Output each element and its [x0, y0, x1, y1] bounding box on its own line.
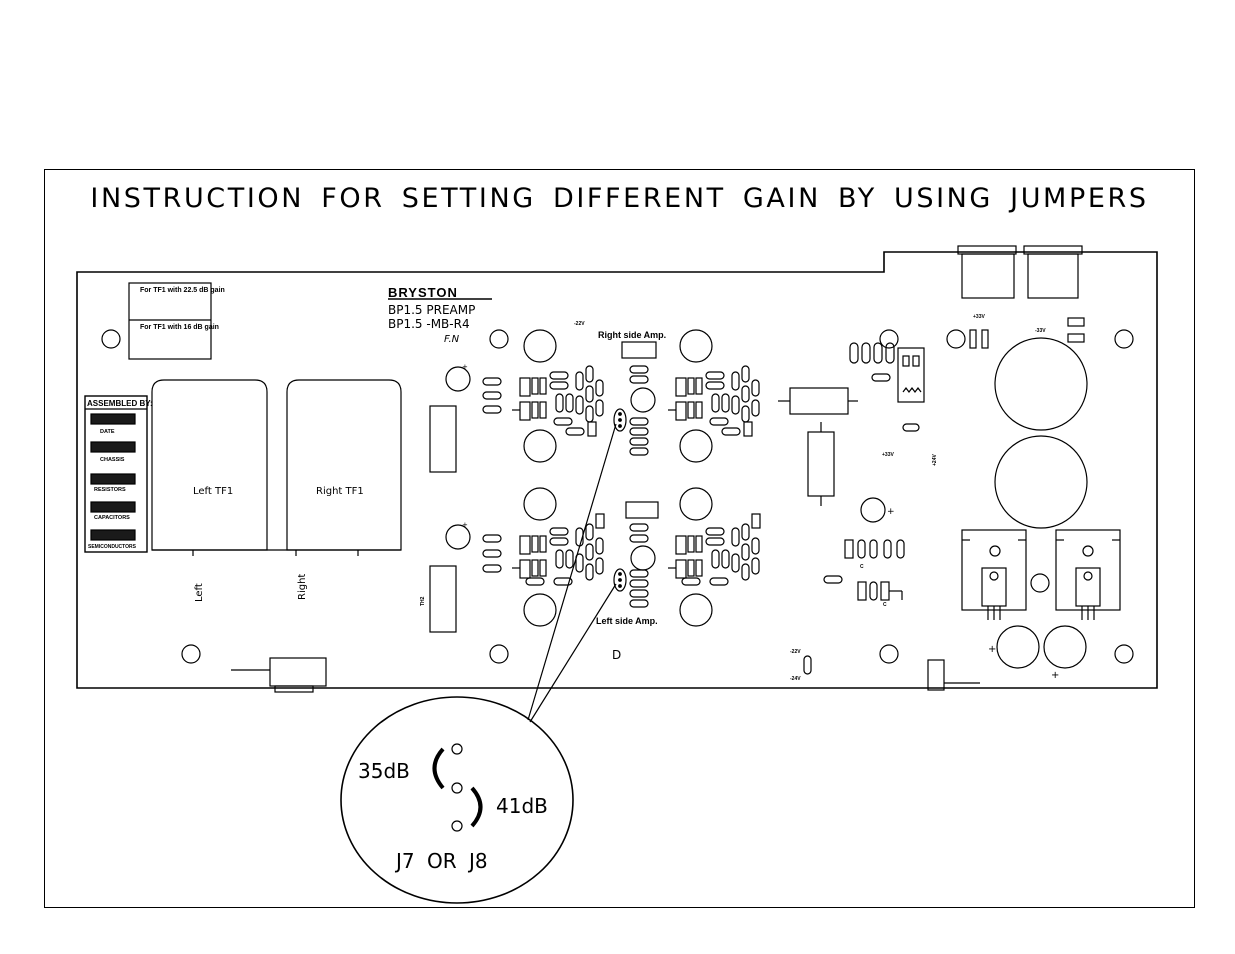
board-outline — [76, 251, 1158, 689]
svg-text:-24V: -24V — [790, 676, 801, 682]
svg-text:C: C — [860, 564, 864, 570]
svg-text:+24V: +24V — [932, 454, 938, 466]
amp-block-right-2 — [668, 329, 760, 463]
callout-lines — [527, 423, 617, 723]
svg-text:+33V: +33V — [882, 452, 894, 458]
svg-text:-22V: -22V — [574, 321, 585, 327]
note-16db: For TF1 with 16 dB gain — [140, 324, 219, 331]
right-side-amp-label: Right side Amp. — [598, 330, 666, 340]
svg-text:-33V: -33V — [1035, 328, 1046, 334]
svg-text:+: + — [887, 507, 895, 517]
assembled-by-panel: ASSEMBLED BY: DATE CHASSIS RESISTORS CAP… — [84, 395, 153, 553]
field-semiconductors: SEMICONDUCTORS — [88, 544, 137, 550]
svg-text:Left TF1: Left TF1 — [193, 486, 233, 497]
resistor-pack-lower — [429, 565, 457, 633]
svg-text:-22V: -22V — [790, 649, 801, 655]
assembled-by-label: ASSEMBLED BY: — [87, 399, 153, 408]
amp-block-left-2 — [668, 487, 761, 627]
gain-35db: 35dB — [358, 759, 410, 783]
field-resistors: RESISTORS — [94, 487, 126, 493]
left-side-amp-label: Left side Amp. — [596, 616, 658, 626]
small-resistors-left — [482, 377, 502, 573]
amp-block-left-1 — [512, 487, 605, 627]
svg-text:+: + — [462, 363, 468, 371]
svg-text:Right TF1: Right TF1 — [316, 486, 364, 497]
power-section-left: +33V +24V + C C -22V -24V — [778, 342, 938, 682]
center-column-upper: Right side Amp. -22V — [574, 321, 666, 456]
model-label: BP1.5 PREAMP — [388, 303, 475, 317]
note-22-5db: For TF1 with 22.5 dB gain — [140, 287, 225, 294]
bryston-logo: BRYSTON — [388, 285, 458, 300]
field-capacitors: CAPACITORS — [94, 515, 130, 521]
brand-block: BRYSTON BP1.5 PREAMP BP1.5 -MB-R4 F.N — [388, 285, 492, 345]
jumper-note-box: For TF1 with 22.5 dB gain For TF1 with 1… — [128, 282, 225, 360]
svg-text:+: + — [988, 644, 996, 655]
left-label: Left — [194, 583, 205, 602]
mounting-holes — [101, 329, 1134, 664]
svg-text:C: C — [883, 602, 887, 608]
transformer-right: Right TF1 — [286, 379, 402, 556]
field-date: DATE — [100, 429, 115, 435]
transformer-left: Left TF1 — [151, 379, 268, 556]
svg-text:+33V: +33V — [973, 314, 985, 320]
d-marker: D — [612, 648, 621, 662]
field-chassis: CHASSIS — [100, 457, 125, 463]
drawing-title: INSTRUCTION FOR SETTING DIFFERENT GAIN B… — [90, 183, 1149, 214]
right-label: Right — [297, 574, 308, 600]
svg-text:+: + — [462, 521, 468, 529]
signature: F.N — [444, 334, 460, 345]
part-number: BP1.5 -MB-R4 — [388, 317, 470, 331]
power-section-right: +33V -33V + + — [927, 245, 1121, 691]
gain-41db: 41dB — [496, 794, 548, 818]
center-column-lower: Left side Amp. — [596, 501, 659, 626]
svg-text:+: + — [1051, 670, 1059, 681]
small-label: TH2 — [420, 596, 426, 606]
drawing-frame — [44, 169, 1195, 908]
amp-block-right-1 — [512, 329, 604, 463]
bottom-left-connector — [231, 657, 327, 693]
jumper-detail: 35dB 41dB J7 OR J8 — [340, 696, 574, 904]
resistor-pack-upper — [429, 405, 457, 473]
jumper-label: J7 OR J8 — [394, 849, 488, 873]
